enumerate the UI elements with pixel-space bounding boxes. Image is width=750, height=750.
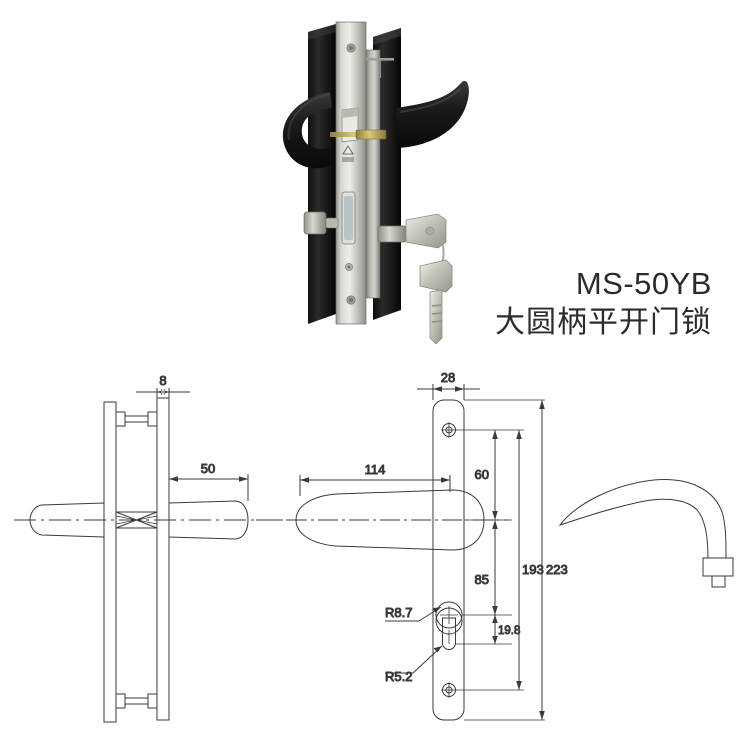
photo-rear-lever (282, 92, 332, 169)
photo-thumbturn-knob (303, 211, 339, 235)
product-photo (270, 14, 510, 344)
radius-callout-small: R5.2 (385, 645, 443, 685)
dim-label-198: 19.8 (498, 625, 520, 637)
dimension-plate-height: 223 (539, 400, 568, 720)
lever-profile-view (558, 479, 734, 588)
dimension-handle-projection: 50 (168, 461, 249, 501)
bottom-screw-hole (441, 682, 457, 698)
product-name: 大圆柄平开门锁 (495, 304, 712, 340)
dimension-cylinder-offset: 19.8 (492, 615, 521, 644)
dimension-top-screw-to-spindle: 60 (474, 430, 498, 520)
dimension-plate-thickness: 8 (136, 373, 190, 398)
photo-rear-backplate (308, 24, 336, 324)
dim-label-50: 50 (201, 461, 215, 476)
dim-label-28: 28 (441, 372, 455, 385)
photo-front-lever (396, 80, 469, 148)
extension-lines (455, 399, 545, 721)
radius-callout-large: R8.7 (385, 605, 442, 622)
dimension-handle-length: 114 (299, 462, 451, 496)
photo-spindle (330, 129, 387, 140)
dim-label-85: 85 (475, 572, 489, 587)
dim-label-r52: R5.2 (385, 669, 412, 684)
top-screw-hole (441, 422, 457, 438)
dimension-spindle-to-cylinder: 85 (474, 520, 498, 615)
dim-label-223: 223 (546, 562, 568, 577)
dim-label-r87: R8.7 (385, 605, 412, 620)
section-view: 8 50 (14, 373, 300, 723)
dimension-screw-centers: 193 (516, 430, 544, 690)
dim-label-60: 60 (475, 467, 489, 482)
model-code: MS-50YB (575, 266, 712, 301)
dim-label-114: 114 (365, 462, 386, 477)
front-handle-view: 114 (256, 462, 510, 551)
euro-cylinder-keyhole (435, 601, 463, 650)
dim-label-8: 8 (159, 373, 166, 388)
dimension-plate-width: 28 (417, 372, 480, 400)
dim-label-193: 193 (522, 562, 544, 577)
title-block: MS-50YB 大圆柄平开门锁 (495, 266, 712, 340)
technical-drawing: 8 50 (0, 372, 750, 750)
backplate-view: R8.7 R5.2 28 (385, 372, 568, 721)
brand-logo-engraving (342, 144, 354, 162)
photo-cylinder-and-keys (377, 213, 453, 344)
